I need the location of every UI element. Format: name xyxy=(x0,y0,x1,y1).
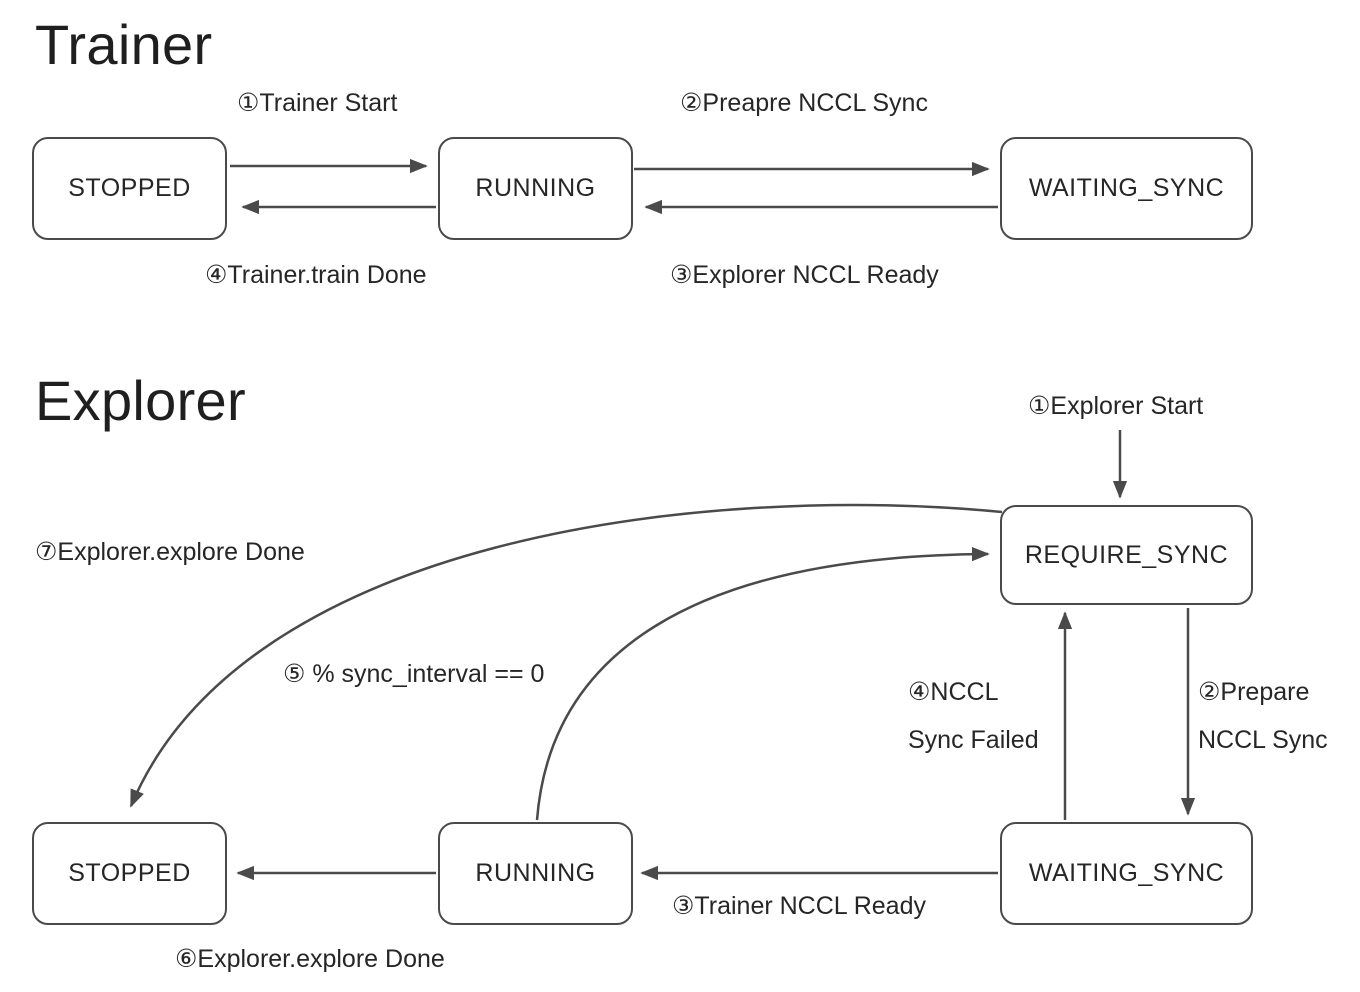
explorer-state-require-sync: REQUIRE_SYNC xyxy=(1000,505,1253,605)
explorer-edge-label-prepare-nccl-sync-line1: ②Prepare xyxy=(1198,678,1310,706)
explorer-edge-label-sync-interval: ⑤ % sync_interval == 0 xyxy=(283,660,545,688)
trainer-edge-label-trainer-start: ①Trainer Start xyxy=(237,89,398,117)
explorer-edge-label-nccl-sync-failed-line2: Sync Failed xyxy=(908,726,1039,754)
trainer-state-waiting-sync: WAITING_SYNC xyxy=(1000,137,1253,240)
explorer-edge-label-nccl-sync-failed: ④NCCL Sync Failed xyxy=(908,668,1039,764)
trainer-state-running: RUNNING xyxy=(438,137,633,240)
explorer-edge-label-nccl-sync-failed-line1: ④NCCL xyxy=(908,678,999,706)
explorer-section-title: Explorer xyxy=(35,369,246,432)
trainer-section-title: Trainer xyxy=(35,13,213,76)
explorer-state-waiting-sync: WAITING_SYNC xyxy=(1000,822,1253,925)
explorer-state-stopped: STOPPED xyxy=(32,822,227,925)
explorer-edge-label-trainer-nccl-ready: ③Trainer NCCL Ready xyxy=(672,892,926,920)
trainer-state-stopped: STOPPED xyxy=(32,137,227,240)
explorer-edge-require-sync-to-stopped-curve xyxy=(129,503,1003,808)
explorer-edge-running-to-require-sync-curve xyxy=(535,546,990,821)
explorer-edge-label-explorer-explore-done-6: ⑥Explorer.explore Done xyxy=(175,945,445,973)
explorer-edge-label-prepare-nccl-sync-line2: NCCL Sync xyxy=(1198,726,1328,754)
explorer-edge-label-explorer-start: ①Explorer Start xyxy=(1028,392,1204,420)
trainer-edge-label-explorer-nccl-ready: ③Explorer NCCL Ready xyxy=(670,261,939,289)
trainer-edge-label-trainer-train-done: ④Trainer.train Done xyxy=(205,261,427,289)
explorer-edge-label-prepare-nccl-sync: ②Prepare NCCL Sync xyxy=(1198,668,1328,764)
explorer-edge-label-explorer-explore-done-7: ⑦Explorer.explore Done xyxy=(35,538,305,566)
trainer-edge-label-prepare-nccl-sync: ②Preapre NCCL Sync xyxy=(680,89,928,117)
explorer-state-running: RUNNING xyxy=(438,822,633,925)
